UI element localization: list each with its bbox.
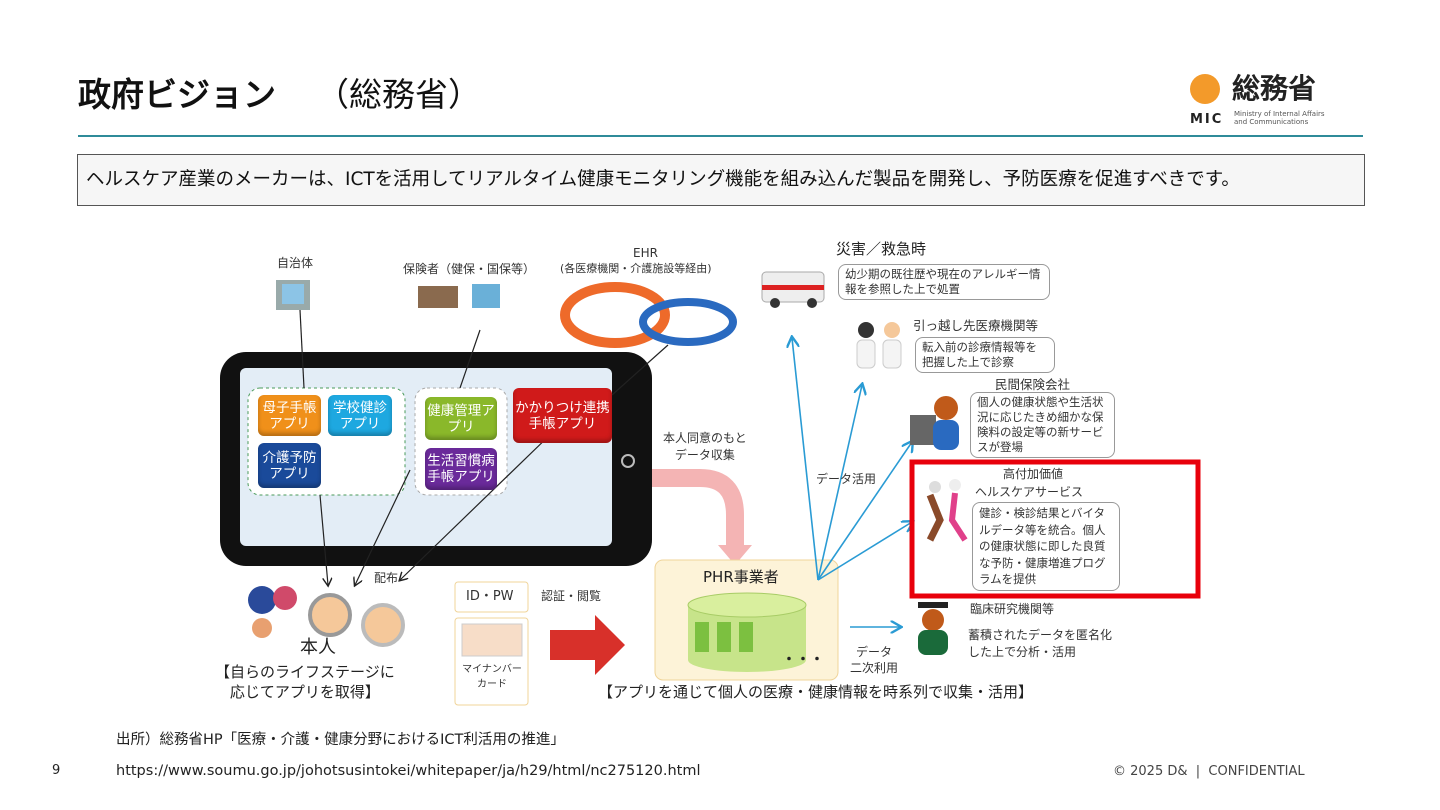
secondary-line2: 二次利用 <box>850 661 899 675</box>
ehr-network-icon <box>560 282 737 348</box>
label-ehr: EHR <box>633 246 658 260</box>
app-care-prevention: 介護予防アプリ <box>258 443 321 488</box>
database-icon <box>687 592 807 672</box>
highlight-box <box>909 459 1201 599</box>
graduate-researcher-icon <box>918 602 948 655</box>
label-healthcare-service: ヘルスケアサービス <box>975 485 1084 499</box>
insurance-agent-icon <box>910 396 959 450</box>
consent-line2: データ収集 <box>674 448 735 462</box>
page-number: 9 <box>52 763 61 778</box>
logo-en2: and Communications <box>1234 118 1309 126</box>
label-private-insurance: 民間保険会社 <box>995 377 1071 392</box>
tablet-home-button <box>621 454 635 468</box>
consent-line1: 本人同意のもと <box>663 431 747 445</box>
phr-dots: ・・・ <box>782 652 824 668</box>
label-high-value: 高付加価値 <box>1003 467 1064 481</box>
municipality-building-icon <box>276 280 310 310</box>
label-research: 臨床研究機関等 <box>970 602 1055 616</box>
label-ehr-sub: (各医療機関・介護施設等経由) <box>560 262 712 275</box>
person-note-line1: 【自らのライフステージに <box>215 663 395 681</box>
logo-en1: Ministry of Internal Affairs <box>1234 110 1325 118</box>
app-maternal: 母子手帳アプリ <box>258 395 321 436</box>
copyright: © 2025 D& | CONFIDENTIAL <box>1113 764 1305 779</box>
person-note: 【自らのライフステージに応じてアプリを取得】 <box>215 662 395 702</box>
app-family-doctor: かかりつけ連携手帳アプリ <box>513 388 612 443</box>
app-health-management: 健康管理アプリ <box>425 397 497 440</box>
mynumber-line1: マイナンバー <box>462 664 522 675</box>
disaster-note: 幼少期の既往歴や現在のアレルギー情報を参照した上で処置 <box>838 264 1050 300</box>
app-school-checkup: 学校健診アプリ <box>328 395 392 436</box>
family-icon <box>248 586 405 647</box>
mynumber-card-icon <box>461 623 523 657</box>
title-sub: （総務省） <box>316 75 481 114</box>
label-moving: 引っ越し先医療機関等 <box>913 318 1039 333</box>
label-phr: PHR事業者 <box>703 568 779 586</box>
logo-mic: MIC <box>1190 112 1224 127</box>
label-person: 本人 <box>300 637 336 658</box>
moving-note: 転入前の診療情報等を把握した上で診察 <box>915 337 1055 373</box>
mic-logo-icon <box>1190 74 1220 104</box>
source-citation: 出所）総務省HP「医療・介護・健康分野におけるICT利活用の推進」 <box>116 732 565 748</box>
research-note: 蓄積されたデータを匿名化した上で分析・活用 <box>968 628 1113 659</box>
label-distribution: 配布 <box>374 571 399 585</box>
label-insurer: 保険者（健保・国保等） <box>403 262 536 276</box>
runners-icon <box>926 479 968 542</box>
label-data-use: データ活用 <box>816 472 877 486</box>
logo-text: 総務省 <box>1232 72 1317 105</box>
page-title: 政府ビジョン （総務省） <box>78 74 481 115</box>
insurer-buildings-icon <box>418 284 500 308</box>
secondary-use-label: データ二次利用 <box>850 644 898 676</box>
private-insurance-note: 個人の健康状態や生活状況に応じたきめ細かな保険料の設定等の新サービスが登場 <box>970 392 1115 458</box>
consent-label: 本人同意のもとデータ収集 <box>663 430 747 464</box>
app-lifestyle-disease: 生活習慣病手帳アプリ <box>425 448 497 490</box>
phr-note: 【アプリを通じて個人の医療・健康情報を時系列で収集・活用】 <box>598 683 1034 701</box>
label-id-pw: ID・PW <box>466 589 514 604</box>
healthcare-service-note: 健診・検診結果とバイタルデータ等を統合。個人の健康状態に即した良質な予防・健康増… <box>972 502 1120 591</box>
label-municipality: 自治体 <box>277 256 314 270</box>
label-auth: 認証・閲覧 <box>541 589 602 603</box>
title-divider <box>78 135 1363 137</box>
secondary-line1: データ <box>856 645 893 659</box>
ambulance-icon <box>761 271 825 308</box>
doctors-icon <box>856 322 902 369</box>
red-arrow <box>550 615 625 675</box>
consent-arrow <box>652 469 744 545</box>
person-note-line2: 応じてアプリを取得】 <box>229 683 380 701</box>
title-main: 政府ビジョン <box>78 75 276 114</box>
label-disaster: 災害／救急時 <box>836 240 927 258</box>
mynumber-line2: カード <box>477 679 507 690</box>
key-message-box: ヘルスケア産業のメーカーは、ICTを活用してリアルタイム健康モニタリング機能を組… <box>77 154 1365 206</box>
source-url[interactable]: https://www.soumu.go.jp/johotsusintokei/… <box>116 763 701 779</box>
mynumber-label: マイナンバーカード <box>460 662 524 692</box>
